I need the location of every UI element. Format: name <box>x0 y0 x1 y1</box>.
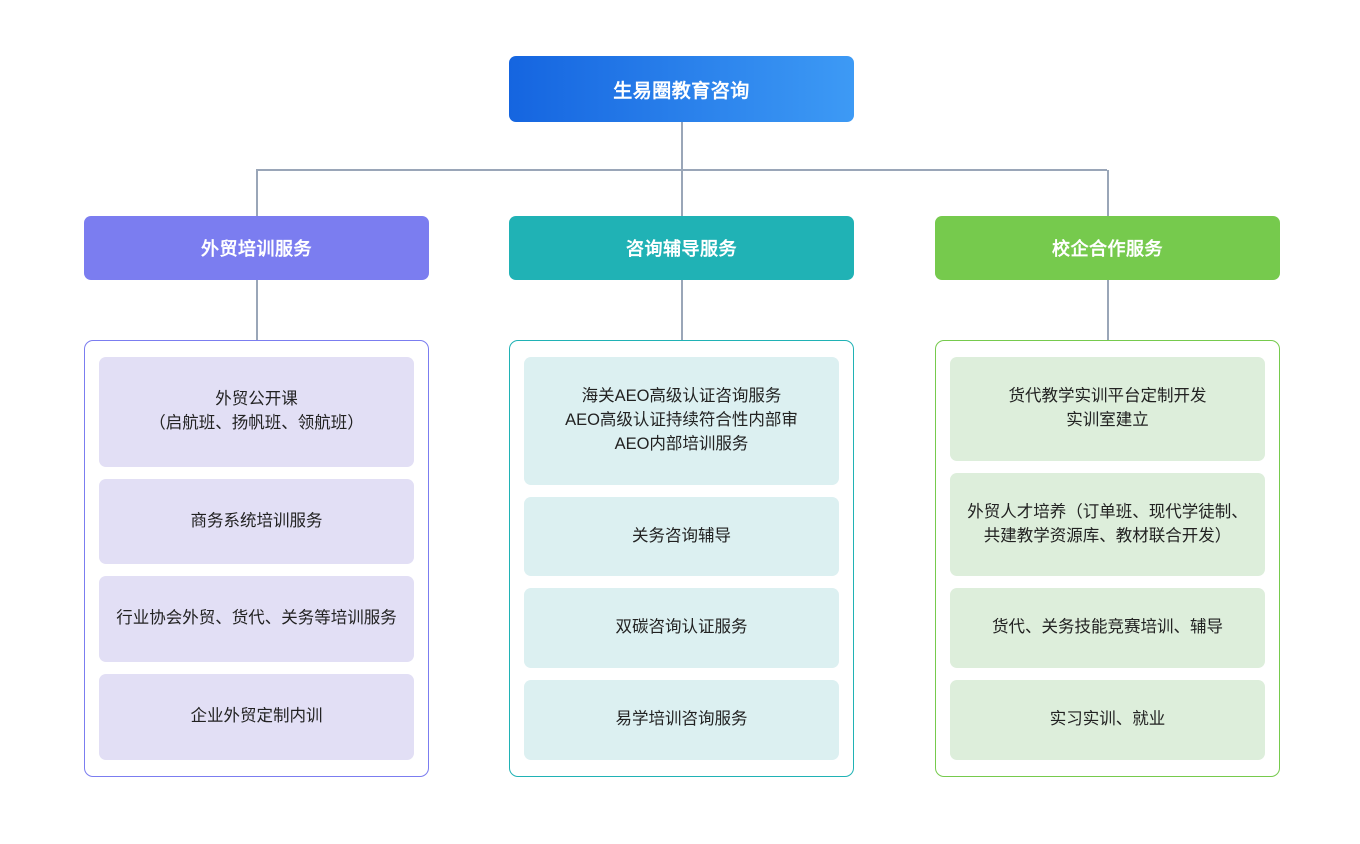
branch-header-3[interactable]: 校企合作服务 <box>935 216 1280 280</box>
item-label: 易学培训咨询服务 <box>615 710 748 729</box>
item-label: 外贸人才培养（订单班、现代学徒制、共建教学资源库、教材联合开发） <box>967 502 1248 545</box>
item-card[interactable]: 海关AEO高级认证咨询服务 AEO高级认证持续符合性内部审 AEO内部培训服务 <box>524 357 839 485</box>
branch-column-1: 外贸培训服务 外贸公开课 （启航班、扬帆班、领航班） 商务系统培训服务 行业协会… <box>84 216 429 777</box>
branch-header-1[interactable]: 外贸培训服务 <box>84 216 429 280</box>
item-card[interactable]: 货代教学实训平台定制开发 实训室建立 <box>950 357 1265 461</box>
item-label: 货代、关务技能竞赛培训、辅导 <box>992 618 1223 637</box>
root-node[interactable]: 生易圈教育咨询 <box>509 56 854 122</box>
item-label: 企业外贸定制内训 <box>190 707 323 726</box>
connector-header-to-items-1 <box>256 280 258 340</box>
item-card[interactable]: 外贸人才培养（订单班、现代学徒制、共建教学资源库、教材联合开发） <box>950 472 1265 577</box>
item-card[interactable]: 商务系统培训服务 <box>99 478 414 565</box>
item-card[interactable]: 易学培训咨询服务 <box>524 680 839 761</box>
item-label: 海关AEO高级认证咨询服务 AEO高级认证持续符合性内部审 AEO内部培训服务 <box>565 386 798 453</box>
item-label: 行业协会外贸、货代、关务等培训服务 <box>116 609 397 628</box>
branch-column-2: 咨询辅导服务 海关AEO高级认证咨询服务 AEO高级认证持续符合性内部审 AEO… <box>509 216 854 777</box>
item-container-3: 货代教学实训平台定制开发 实训室建立 外贸人才培养（订单班、现代学徒制、共建教学… <box>935 340 1280 777</box>
item-card[interactable]: 企业外贸定制内训 <box>99 674 414 760</box>
connector-header-to-items-2 <box>681 280 683 340</box>
item-card[interactable]: 行业协会外贸、货代、关务等培训服务 <box>99 576 414 663</box>
branch-header-2[interactable]: 咨询辅导服务 <box>509 216 854 280</box>
item-card[interactable]: 货代、关务技能竞赛培训、辅导 <box>950 588 1265 669</box>
item-label: 关务咨询辅导 <box>632 526 731 545</box>
item-label: 实习实训、就业 <box>1049 710 1166 729</box>
connector-drop-branch-2 <box>681 170 683 216</box>
branch-header-label-2: 咨询辅导服务 <box>626 239 737 259</box>
connector-horizontal-bus <box>256 169 1107 171</box>
branch-column-3: 校企合作服务 货代教学实训平台定制开发 实训室建立 外贸人才培养（订单班、现代学… <box>935 216 1280 777</box>
branch-header-label-1: 外贸培训服务 <box>201 239 312 259</box>
item-label: 双碳咨询认证服务 <box>615 618 748 637</box>
connector-header-to-items-3 <box>1107 280 1109 340</box>
item-label: 货代教学实训平台定制开发 实训室建立 <box>1008 386 1207 429</box>
item-container-1: 外贸公开课 （启航班、扬帆班、领航班） 商务系统培训服务 行业协会外贸、货代、关… <box>84 340 429 777</box>
item-label: 商务系统培训服务 <box>190 511 323 530</box>
connector-drop-branch-1 <box>256 170 258 216</box>
item-container-2: 海关AEO高级认证咨询服务 AEO高级认证持续符合性内部审 AEO内部培训服务 … <box>509 340 854 777</box>
connector-drop-branch-3 <box>1107 170 1109 216</box>
branch-header-label-3: 校企合作服务 <box>1052 239 1163 259</box>
root-node-label: 生易圈教育咨询 <box>613 80 750 102</box>
item-card[interactable]: 关务咨询辅导 <box>524 496 839 577</box>
item-label: 外贸公开课 （启航班、扬帆班、领航班） <box>149 389 364 432</box>
item-card[interactable]: 双碳咨询认证服务 <box>524 588 839 669</box>
item-card[interactable]: 外贸公开课 （启航班、扬帆班、领航班） <box>99 357 414 467</box>
item-card[interactable]: 实习实训、就业 <box>950 680 1265 761</box>
connector-root-stem <box>681 122 683 170</box>
